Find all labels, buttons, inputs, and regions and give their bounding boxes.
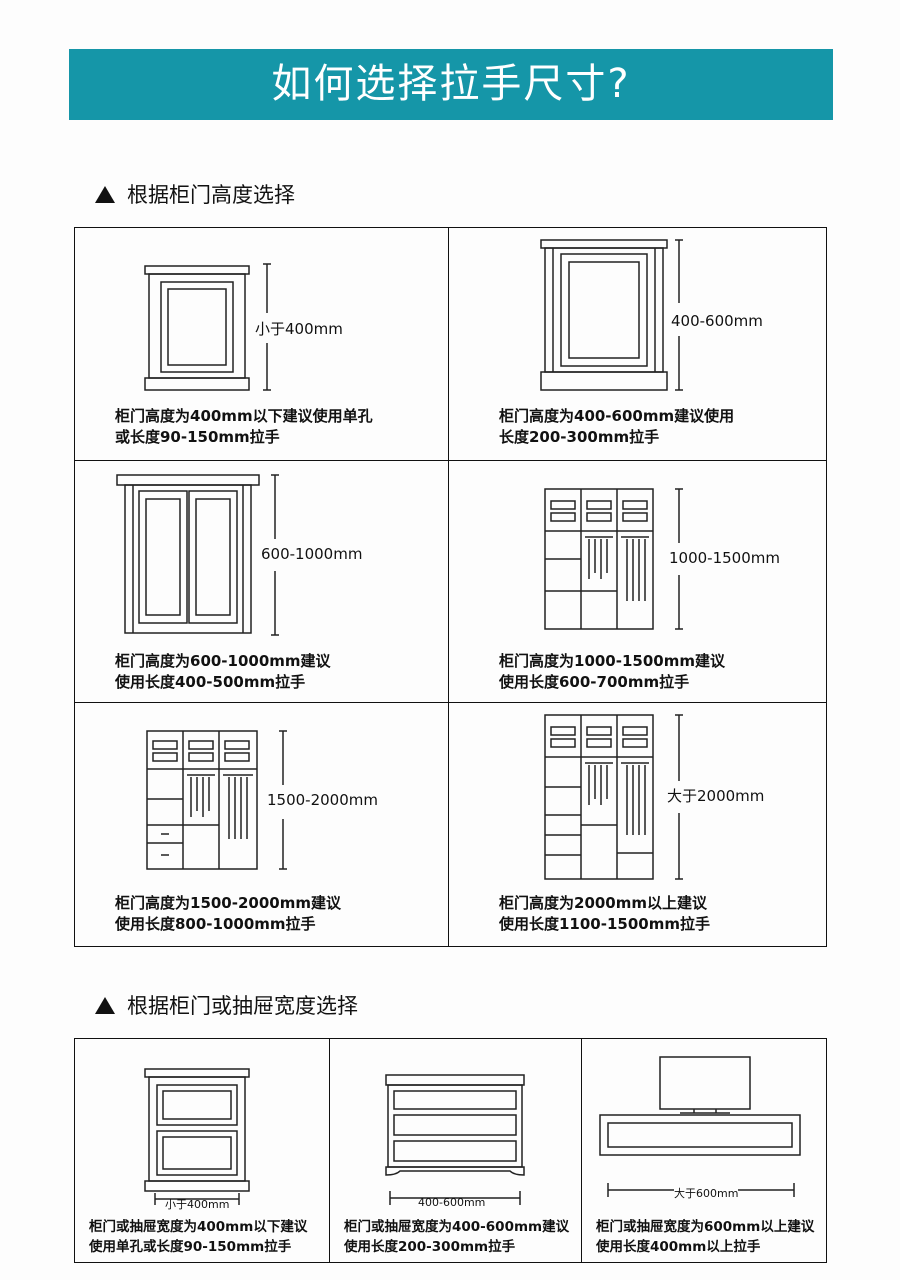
wardrobe-drawers-icon [146,730,287,870]
tall-wardrobe-icon [544,714,683,880]
caption: 柜门或抽屉宽度为400mm以下建议 使用单孔或长度90-150mm拉手 [89,1219,308,1255]
tall-single-door-cabinet-icon [540,239,683,391]
caption: 柜门高度为1500-2000mm建议 使用长度800-1000mm拉手 [115,894,341,933]
triangle-icon [95,185,115,203]
caption: 柜门高度为1000-1500mm建议 使用长度600-700mm拉手 [499,652,725,691]
measure-label: 400-600mm [671,312,763,330]
guide-cell: 400-600mm 柜门高度为400-600mm建议使用 长度200-300mm… [449,228,826,461]
section-heading-width: 根据柜门或抽屉宽度选择 [95,990,358,1020]
double-door-cabinet-icon [116,474,279,636]
guide-cell: 大于2000mm 柜门高度为2000mm以上建议 使用长度1100-1500mm… [449,703,826,946]
caption: 柜门或抽屉宽度为400-600mm建议 使用长度200-300mm拉手 [344,1219,570,1255]
measure-label: 小于400mm [255,320,343,338]
guide-cell: 小于400mm 柜门高度为400mm以下建议使用单孔 或长度90-150mm拉手 [75,228,449,461]
height-guide-grid: 小于400mm 柜门高度为400mm以下建议使用单孔 或长度90-150mm拉手 [74,227,827,947]
guide-cell: 大于600mm 柜门或抽屉宽度为600mm以上建议 使用长度400mm以上拉手 [582,1039,826,1262]
dresser-icon [385,1074,525,1205]
section-heading-height: 根据柜门高度选择 [95,179,295,209]
wardrobe-icon [544,488,683,630]
measure-label: 大于600mm [674,1185,739,1201]
measure-label: 600-1000mm [261,545,363,563]
caption: 柜门高度为400-600mm建议使用 长度200-300mm拉手 [499,407,735,446]
measure-label: 400-600mm [418,1196,486,1209]
caption: 柜门高度为600-1000mm建议 使用长度400-500mm拉手 [115,652,331,691]
caption: 柜门高度为400mm以下建议使用单孔 或长度90-150mm拉手 [115,407,373,446]
guide-cell: 1000-1500mm 柜门高度为1000-1500mm建议 使用长度600-7… [449,461,826,703]
nightstand-icon [144,1068,250,1205]
guide-cell: 1500-2000mm 柜门高度为1500-2000mm建议 使用长度800-1… [75,703,449,946]
measure-label: 小于400mm [165,1198,230,1211]
single-door-cabinet-icon [144,263,271,391]
caption: 柜门或抽屉宽度为600mm以上建议 使用长度400mm以上拉手 [596,1219,815,1255]
measure-label: 大于2000mm [667,787,765,805]
page-title: 如何选择拉手尺寸? [69,49,833,120]
guide-cell: 400-600mm 柜门或抽屉宽度为400-600mm建议 使用长度200-30… [330,1039,582,1262]
width-guide-grid: 小于400mm 柜门或抽屉宽度为400mm以下建议 使用单孔或长度90-150m… [74,1038,827,1263]
measure-label: 1000-1500mm [669,549,780,567]
guide-cell: 600-1000mm 柜门高度为600-1000mm建议 使用长度400-500… [75,461,449,703]
section-heading-text: 根据柜门高度选择 [127,183,295,207]
section-heading-text: 根据柜门或抽屉宽度选择 [127,994,358,1018]
caption: 柜门高度为2000mm以上建议 使用长度1100-1500mm拉手 [499,894,710,933]
guide-cell: 小于400mm 柜门或抽屉宽度为400mm以下建议 使用单孔或长度90-150m… [75,1039,330,1262]
measure-label: 1500-2000mm [267,791,378,809]
triangle-icon [95,996,115,1014]
